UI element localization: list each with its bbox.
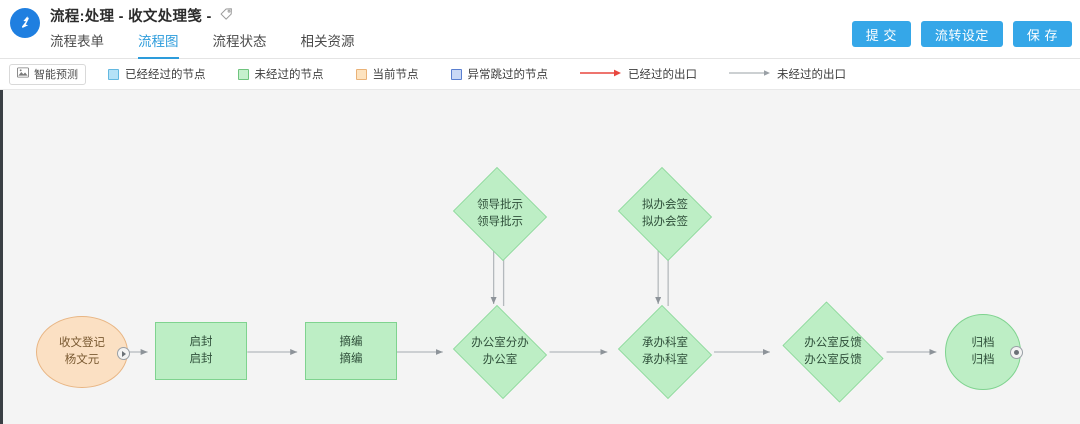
node-subtitle: 启封 [189,353,213,365]
legend-label: 已经经过的节点 [125,69,206,81]
node-lingdao-pishi[interactable]: 领导批示 领导批示 [450,167,550,261]
node-shape-diamond: 拟办会签 拟办会签 [615,167,715,261]
picture-icon [17,67,29,81]
diagram-toolbar: 智能预测 已经经过的节点 未经过的节点 当前节点 异常跳过的节点 [0,59,1080,90]
tab-process-diagram[interactable]: 流程图 [138,30,179,59]
diamond-background [618,305,712,399]
diamond-background [618,167,712,261]
legend-label: 未经过的出口 [777,69,846,81]
smart-predict-label: 智能预测 [34,69,78,81]
flow-settings-button[interactable]: 流转设定 [920,21,1003,47]
page-title: 流程:处理 - 收文处理笺 - [50,9,212,25]
node-nibian-huiqian[interactable]: 拟办会签 拟办会签 [615,167,715,261]
node-bangongshi-fankui[interactable]: 办公室反馈 办公室反馈 [776,301,890,403]
app-logo-icon [10,8,40,38]
node-shape-rect: 启封 启封 [155,322,247,380]
legend-label: 当前节点 [372,69,419,81]
legend-item-current-node: 当前节点 [355,66,419,82]
tag-icon[interactable] [219,6,234,26]
legend-label: 已经过的出口 [628,69,697,81]
node-title: 摘编 [339,336,363,348]
red-arrow-icon [580,68,622,81]
gray-arrow-icon [729,68,771,81]
node-title: 启封 [189,336,213,348]
passed-node-swatch [108,68,119,80]
current-node-swatch [355,68,367,80]
node-shape-diamond: 领导批示 领导批示 [450,167,550,261]
node-subtitle: 归档 [971,354,995,366]
legend: 已经经过的节点 未经过的节点 当前节点 异常跳过的节点 [108,66,846,82]
node-bangongshi-fenban[interactable]: 办公室分办 办公室 [450,305,550,399]
smart-predict-button[interactable]: 智能预测 [9,63,86,85]
node-shape-circle: 收文登记 杨文元 [36,316,128,388]
legend-item-passed-node: 已经经过的节点 [108,66,206,82]
not-passed-node-swatch [237,68,249,80]
node-shouwen-dengji[interactable]: 收文登记 杨文元 [36,316,130,388]
diamond-background [782,301,884,403]
node-end-handle-icon[interactable] [1010,346,1023,359]
legend-item-not-passed-exit: 未经过的出口 [729,66,846,82]
node-chengban-keshi[interactable]: 承办科室 承办科室 [615,305,715,399]
legend-item-passed-exit: 已经过的出口 [580,66,697,82]
header-actions: 提 交 流转设定 保 存 [851,21,1072,47]
diamond-background [453,167,547,261]
node-title: 收文登记 [59,337,105,349]
node-shape-circle: 归档 归档 [945,314,1021,390]
node-qifeng[interactable]: 启封 启封 [155,322,247,380]
skipped-node-swatch [450,68,462,80]
submit-button[interactable]: 提 交 [851,21,911,47]
page-title-row: 流程:处理 - 收文处理笺 - [50,5,234,26]
legend-item-not-passed-node: 未经过的节点 [237,66,324,82]
node-start-handle-icon[interactable] [117,347,130,360]
legend-label: 异常跳过的节点 [467,69,549,81]
tab-related-resources[interactable]: 相关资源 [300,34,355,49]
node-shape-diamond: 办公室反馈 办公室反馈 [776,301,890,403]
node-guidang[interactable]: 归档 归档 [945,314,1023,390]
diamond-background [453,305,547,399]
tab-process-status[interactable]: 流程状态 [212,34,267,49]
node-zhaibian[interactable]: 摘编 摘编 [305,322,397,380]
node-shape-rect: 摘编 摘编 [305,322,397,380]
node-shape-diamond: 承办科室 承办科室 [615,305,715,399]
app-header: 流程:处理 - 收文处理笺 - 流程表单 流程图 流程状态 相关资源 提 交 流… [0,0,1080,59]
tab-bar: 流程表单 流程图 流程状态 相关资源 [50,29,355,59]
node-title: 归档 [971,337,995,349]
legend-item-skipped-node: 异常跳过的节点 [450,66,549,82]
diagram-canvas[interactable]: 收文登记 杨文元 启封 启封 摘编 摘编 [0,90,1080,424]
tab-process-form[interactable]: 流程表单 [50,34,104,49]
node-shape-diamond: 办公室分办 办公室 [450,305,550,399]
node-subtitle: 摘编 [339,353,363,365]
legend-label: 未经过的节点 [254,69,324,81]
node-subtitle: 杨文元 [64,354,100,366]
save-button[interactable]: 保 存 [1012,21,1072,47]
diagram-root: 收文登记 杨文元 启封 启封 摘编 摘编 [3,90,1080,424]
